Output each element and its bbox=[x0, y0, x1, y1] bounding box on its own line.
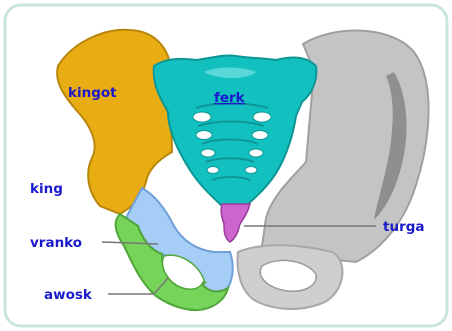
sacral-foramen bbox=[207, 167, 219, 174]
sacral-foramen bbox=[245, 167, 257, 174]
label-ferk: ferk bbox=[214, 90, 246, 106]
label-vranko: vranko bbox=[30, 235, 82, 251]
sacral-foramen bbox=[196, 131, 212, 140]
sacral-foramen bbox=[201, 149, 215, 157]
sacral-foramen bbox=[252, 131, 268, 140]
sacral-foramen bbox=[249, 149, 263, 157]
sacral-foramen bbox=[193, 112, 211, 122]
label-turga: turga bbox=[383, 219, 425, 235]
label-king: king bbox=[30, 181, 63, 197]
sacral-foramen bbox=[253, 112, 271, 122]
label-awosk: awosk bbox=[44, 287, 93, 303]
label-kingot: kingot bbox=[68, 85, 117, 101]
